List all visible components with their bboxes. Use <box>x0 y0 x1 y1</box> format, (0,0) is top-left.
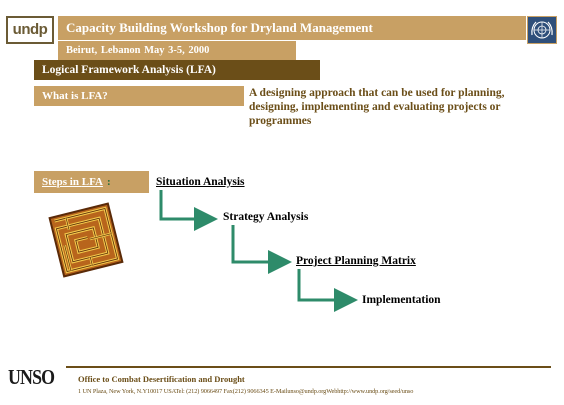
unso-logo: UNSO <box>8 365 55 389</box>
footer-divider <box>66 366 551 368</box>
steps-label-lfa: LFA <box>81 176 103 188</box>
steps-label-colon: : <box>106 176 111 188</box>
steps-label-prefix: Steps in <box>42 176 82 188</box>
lfa-definition: A designing approach that can be used fo… <box>249 87 505 127</box>
section-title: Logical Framework Analysis (LFA) <box>34 60 320 80</box>
step-implementation: Implementation <box>362 294 441 306</box>
office-contact: 1 UN Plaza, New York, N.Y10017 USATel: (… <box>78 388 414 395</box>
step-situation-analysis: Situation Analysis <box>156 176 245 188</box>
question-label: What is LFA? <box>34 86 244 106</box>
un-emblem-icon <box>527 16 557 44</box>
header: undp Capacity Building Workshop for Dryl… <box>0 8 564 60</box>
step-strategy-analysis: Strategy Analysis <box>223 211 309 223</box>
undp-logo: undp <box>6 16 54 44</box>
step-project-planning-matrix: Project Planning Matrix <box>296 255 416 267</box>
arrow-2 <box>231 225 292 274</box>
workshop-location-date: Beirut, Lebanon May 3-5, 2000 <box>58 41 296 60</box>
office-name: Office to Combat Desertification and Dro… <box>78 374 245 384</box>
arrow-3 <box>297 269 358 312</box>
workshop-title: Capacity Building Workshop for Dryland M… <box>58 16 526 40</box>
maze-illustration <box>48 202 124 278</box>
steps-label: Steps in LFA: <box>34 171 149 193</box>
arrow-1 <box>159 190 218 231</box>
